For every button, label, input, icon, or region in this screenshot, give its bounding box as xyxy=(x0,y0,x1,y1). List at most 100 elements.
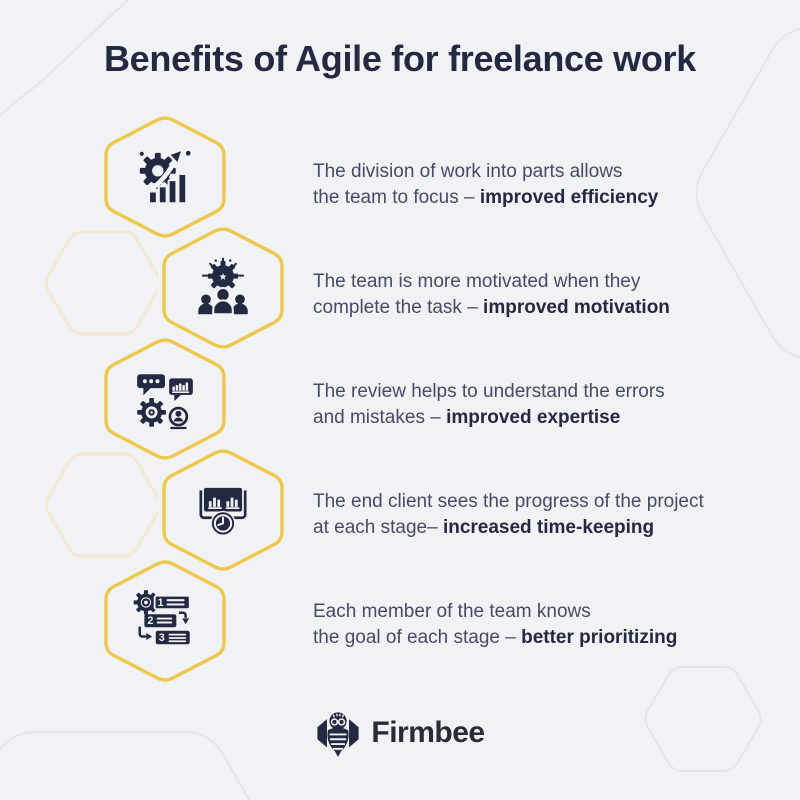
motivation-icon: ★ xyxy=(190,255,256,321)
person-badge-icon xyxy=(168,406,189,427)
footer-logo: Firmbee xyxy=(0,702,800,764)
task-bar-1 xyxy=(153,594,191,611)
task-line xyxy=(166,603,185,606)
benefit-hexagon-3 xyxy=(104,338,226,460)
bee-wing-right xyxy=(349,719,359,748)
bee-stripes xyxy=(329,733,348,750)
clock-ring xyxy=(213,514,233,533)
bee-stinger xyxy=(335,750,342,757)
accent-dot xyxy=(185,150,191,156)
benefit-row-1: The division of work into parts allows t… xyxy=(313,159,658,211)
ghost-hexagon-2 xyxy=(44,452,162,558)
bubble-dot xyxy=(142,379,147,384)
benefit-hexagon-4 xyxy=(162,449,284,571)
step-number-3: 3 xyxy=(159,632,165,644)
efficiency-icon xyxy=(132,144,198,210)
bee-wing-left xyxy=(317,719,328,748)
gear-ring xyxy=(141,598,151,607)
task-bar-2 xyxy=(144,614,177,628)
task-line xyxy=(156,621,173,624)
board-bar-charts xyxy=(208,497,240,509)
benefit-line2: at each stage– increased time-keeping xyxy=(313,515,704,541)
benefit-line1: The division of work into parts allows xyxy=(313,161,623,182)
bubble-dot xyxy=(149,379,154,384)
person-right xyxy=(235,294,245,305)
benefit-line1: The team is more motivated when they xyxy=(313,271,641,292)
prioritizing-icon: 1 2 3 xyxy=(132,588,198,654)
person-center-body xyxy=(212,299,234,316)
motivation-icon-svg: ★ xyxy=(198,257,248,316)
expertise-icon-svg xyxy=(137,374,193,430)
decor-hexagon-right xyxy=(695,28,800,358)
benefit-line2-normal: the goal of each stage – xyxy=(313,627,522,648)
expertise-icon xyxy=(132,366,198,432)
task-line xyxy=(166,599,185,602)
flow-arrow-right-head xyxy=(146,632,153,640)
bee-glasses-left xyxy=(331,718,339,726)
benefit-row-5: Each member of the team knows the goal o… xyxy=(313,599,677,651)
chart-bubble-bars xyxy=(172,382,190,394)
flow-arrow-right xyxy=(138,626,146,638)
benefit-hexagon-1 xyxy=(104,116,226,238)
star-glyph: ★ xyxy=(219,272,228,283)
time-keeping-icon-svg xyxy=(199,487,247,536)
step-number-2: 2 xyxy=(147,615,153,627)
gear-core-dot xyxy=(150,411,153,414)
benefit-row-4: The end client sees the progress of the … xyxy=(313,489,704,541)
growth-arrow-head xyxy=(170,151,181,163)
time-keeping-icon xyxy=(190,477,256,543)
ray-dot xyxy=(214,259,218,262)
benefit-line2-normal: at each stage– xyxy=(313,517,443,538)
step-number-1: 1 xyxy=(158,597,164,609)
flow-arrow-down xyxy=(178,611,187,618)
decor-hexagon-bottomright xyxy=(644,666,762,772)
benefit-line1: Each member of the team knows xyxy=(313,601,591,622)
benefit-line2: the team to focus – improved efficiency xyxy=(313,185,658,211)
person-left xyxy=(201,294,211,305)
accent-dot xyxy=(139,151,144,156)
page-title: Benefits of Agile for freelance work xyxy=(103,38,696,79)
benefit-line2-normal: and mistakes – xyxy=(313,407,447,428)
person-badge-base xyxy=(170,426,187,430)
benefit-line1: The review helps to understand the error… xyxy=(313,381,665,402)
growth-arrow-shaft xyxy=(141,158,178,196)
chart-bubble-tail xyxy=(174,394,181,402)
benefit-row-3: The review helps to understand the error… xyxy=(313,379,665,431)
bar-chart-icon xyxy=(147,172,188,205)
benefit-line2-bold: improved motivation xyxy=(483,297,670,318)
person-left-body xyxy=(198,303,214,315)
bee-cap-hatch xyxy=(332,713,345,718)
person-badge-head xyxy=(175,410,182,417)
benefit-line2-bold: increased time-keeping xyxy=(442,517,655,538)
brand-name: Firmbee xyxy=(371,716,485,749)
ghost-hexagon-1 xyxy=(44,230,162,336)
benefit-line2: and mistakes – improved expertise xyxy=(313,405,665,431)
board-bracket-left xyxy=(199,490,213,520)
benefit-line2-bold: improved efficiency xyxy=(479,187,659,208)
bee-icon xyxy=(317,712,359,757)
person-badge-body xyxy=(173,417,184,422)
decor-hexagon-topleft xyxy=(0,0,130,117)
person-right-body xyxy=(232,303,248,315)
benefit-line2: complete the task – improved motivation xyxy=(313,295,670,321)
benefit-line2-bold: improved expertise xyxy=(446,407,621,428)
bubble-dot xyxy=(155,379,160,384)
benefit-line2-bold: better prioritizing xyxy=(521,627,678,648)
benefit-line2-normal: complete the task – xyxy=(313,297,484,318)
efficiency-icon-svg xyxy=(139,150,191,205)
bee-glasses-right xyxy=(338,718,346,726)
gear-hub xyxy=(152,165,164,177)
benefit-row-2: The team is more motivated when they com… xyxy=(313,269,670,321)
benefit-line1: The end client sees the progress of the … xyxy=(313,491,704,512)
clock-hands xyxy=(217,516,225,527)
prioritizing-icon-svg: 1 2 3 xyxy=(133,590,191,645)
task-line xyxy=(168,637,187,639)
benefit-hexagon-5 xyxy=(104,560,226,682)
benefit-line2-normal: the team to focus – xyxy=(313,187,480,208)
board-bracket-right xyxy=(233,490,247,520)
ray-dot xyxy=(228,259,232,262)
chat-bubble-tail xyxy=(143,387,152,396)
task-line xyxy=(156,617,173,620)
task-line xyxy=(168,640,187,643)
